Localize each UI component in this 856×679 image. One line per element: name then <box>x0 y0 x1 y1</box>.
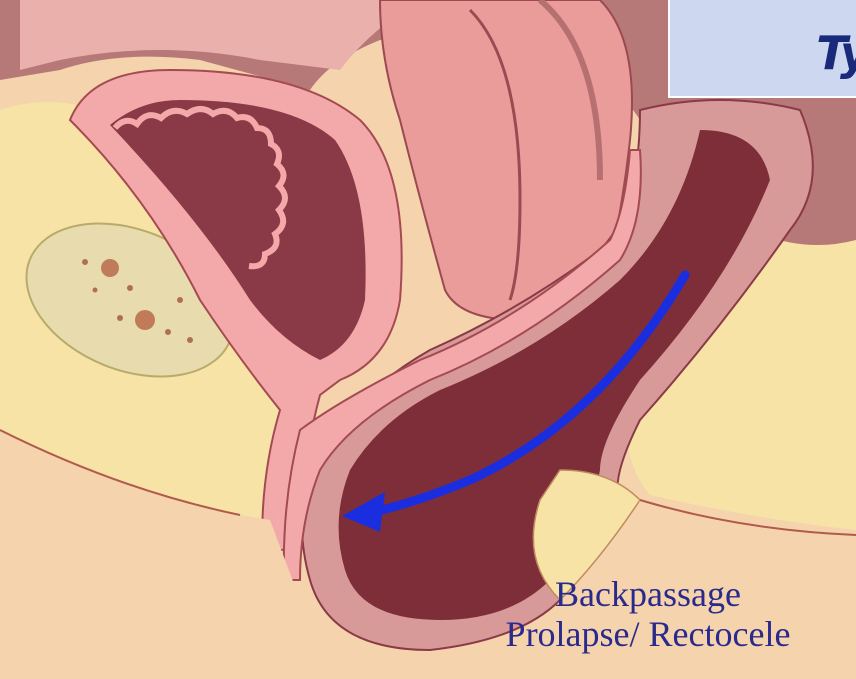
diagram-caption: Backpassage Prolapse/ Rectocele <box>440 574 856 654</box>
bone-spot <box>101 259 119 277</box>
bone-spot <box>187 337 193 343</box>
caption-line-2: Prolapse/ Rectocele <box>440 614 856 654</box>
title-panel: Ty <box>668 0 856 98</box>
title-fragment: Ty <box>816 30 856 76</box>
bone-spot <box>93 288 98 293</box>
bone-spot <box>135 310 155 330</box>
bone-spot <box>82 259 88 265</box>
bone-spot <box>177 297 183 303</box>
bone-spot <box>165 329 171 335</box>
bone-spot <box>117 315 123 321</box>
caption-line-1: Backpassage <box>440 574 856 614</box>
bone-spot <box>127 285 133 291</box>
